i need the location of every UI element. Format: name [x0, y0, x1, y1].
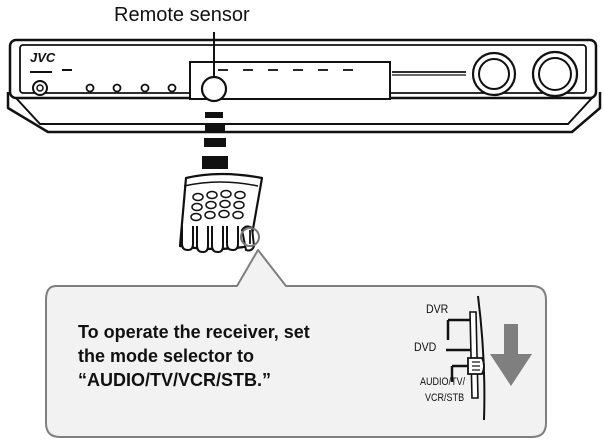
- remote-button: [191, 202, 203, 212]
- left-knob-inner: [478, 58, 510, 90]
- power-button-inner: [36, 84, 44, 92]
- front-button: [140, 83, 150, 93]
- ir-beam: [202, 112, 228, 169]
- down-arrow-icon: [490, 324, 532, 386]
- switch-label-dvd: DVD: [414, 340, 437, 354]
- instruction-line: To operate the receiver, set: [78, 322, 310, 342]
- ir-dash: [204, 138, 226, 147]
- switch-highlight-circle: [240, 227, 260, 247]
- remote-button: [204, 210, 216, 220]
- switch-track: [469, 311, 479, 399]
- brand-logo: JVC: [30, 50, 56, 65]
- receiver-base: [6, 92, 602, 134]
- instruction-text: To operate the receiver, set the mode se…: [78, 320, 310, 392]
- remote-edge-line: [477, 295, 486, 421]
- mode-switch-illustration: [446, 295, 532, 421]
- switch-label-audio-tv: AUDIO/TV/: [420, 376, 466, 388]
- remote-control: [178, 172, 264, 254]
- remote-sensor: [200, 75, 228, 103]
- finger: [211, 226, 224, 254]
- volume-knob-inner: [538, 57, 572, 91]
- front-button: [85, 83, 95, 93]
- finger: [181, 226, 194, 252]
- front-button: [112, 83, 122, 93]
- ir-dash: [202, 156, 228, 169]
- front-button: [167, 83, 177, 93]
- remote-button: [205, 200, 217, 210]
- remote-button: [233, 200, 245, 210]
- remote-top-edge: [183, 181, 259, 187]
- receiver-bevel: [15, 97, 593, 125]
- remote-button: [190, 212, 202, 222]
- finger: [196, 226, 209, 254]
- remote-button: [192, 192, 204, 202]
- instruction-line: “AUDIO/TV/VCR/STB.”: [78, 370, 272, 390]
- ir-dash: [205, 124, 225, 131]
- remote-button: [220, 189, 232, 199]
- switch-label-vcr-stb: VCR/STB: [425, 392, 465, 404]
- callout-box: [45, 249, 547, 438]
- remote-button: [206, 190, 218, 200]
- remote-button: [218, 209, 230, 219]
- receiver-unit: JVC: [6, 38, 602, 134]
- remote-sensor-label: Remote sensor: [114, 4, 250, 26]
- instruction-line: the mode selector to: [78, 346, 255, 366]
- remote-button: [232, 210, 244, 220]
- remote-button: [234, 190, 246, 200]
- finger: [226, 226, 239, 252]
- power-button: [32, 80, 48, 96]
- switch-label-dvr: DVR: [426, 302, 449, 316]
- ir-dash: [205, 112, 223, 118]
- remote-button: [219, 199, 231, 209]
